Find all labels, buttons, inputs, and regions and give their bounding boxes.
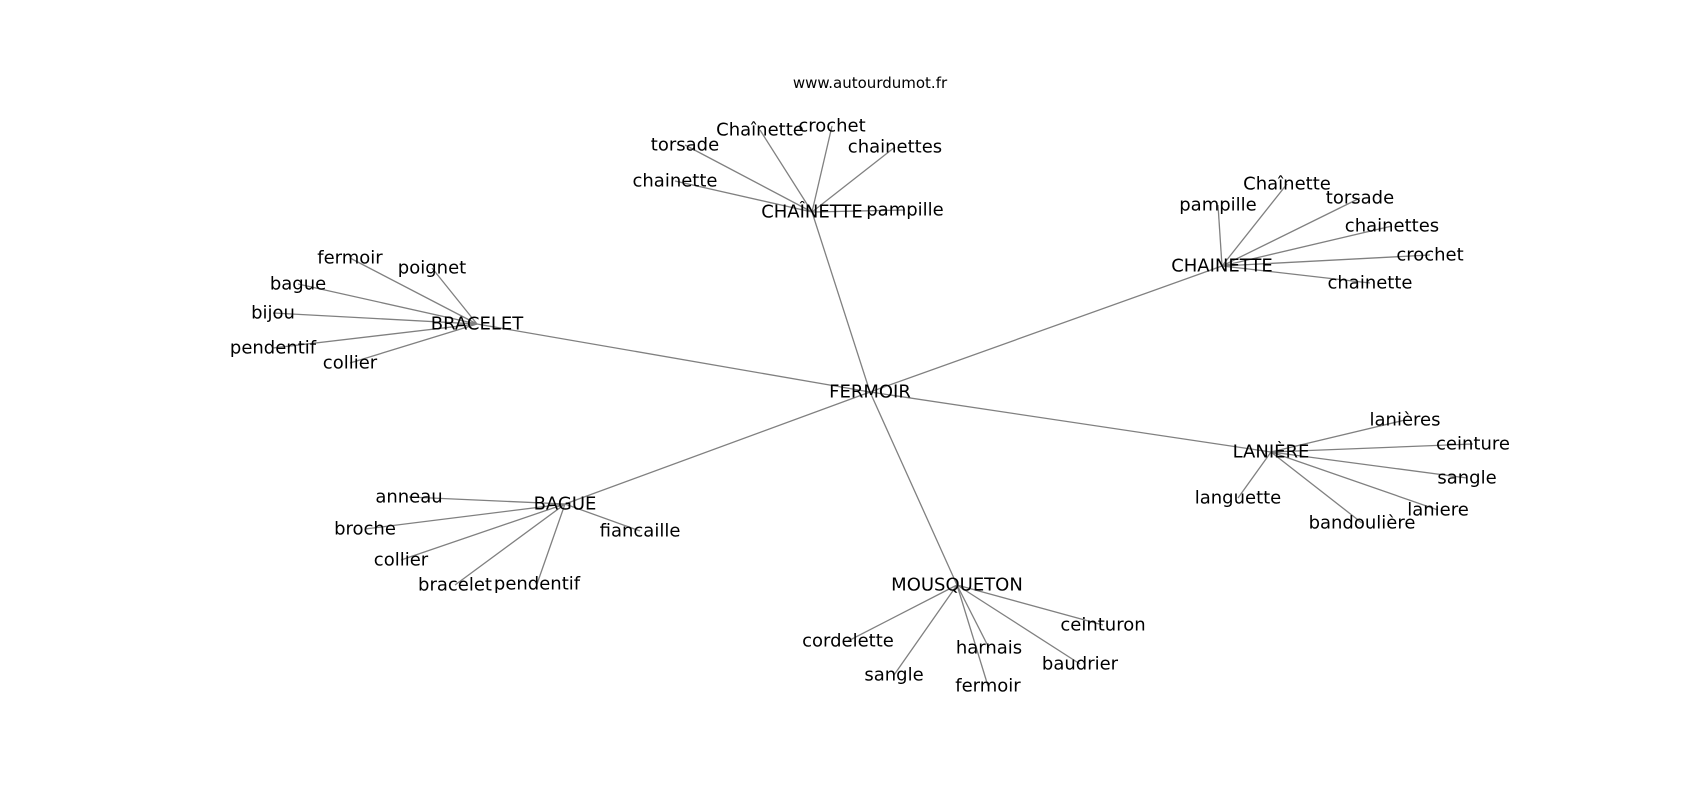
edge-bracelet-leaf-3 — [272, 312, 478, 325]
leaf-node-mousqueton-4[interactable]: sangle — [864, 665, 923, 686]
center-node[interactable]: FERMOIR — [829, 382, 911, 403]
edge-bague-leaf-2 — [564, 503, 641, 532]
edge-chainette-accent-leaf-5 — [811, 209, 906, 213]
edge-mousqueton-leaf-2 — [956, 584, 990, 649]
leaf-node-mousqueton-0[interactable]: ceinturon — [1060, 615, 1145, 636]
leaf-node-bague-2[interactable]: fiancaille — [600, 521, 681, 542]
edge-mousqueton-leaf-0 — [956, 584, 1104, 626]
leaf-node-bracelet-2[interactable]: bague — [270, 274, 326, 295]
leaf-node-chainette-accent-3[interactable]: chainettes — [848, 137, 942, 158]
leaf-node-laniere-3[interactable]: laniere — [1407, 500, 1469, 521]
leaf-node-chainette-5[interactable]: chainette — [1327, 273, 1412, 294]
leaf-node-chainette-4[interactable]: crochet — [1396, 245, 1463, 266]
leaf-node-chainette-accent-2[interactable]: torsade — [651, 135, 719, 156]
hub-node-bracelet[interactable]: BRACELET — [431, 314, 524, 335]
hub-node-laniere[interactable]: LANIÈRE — [1233, 441, 1310, 463]
leaf-node-bracelet-5[interactable]: collier — [323, 353, 378, 374]
edge-chainette-leaf-2 — [1221, 197, 1361, 267]
leaf-node-bague-5[interactable]: pendentif — [494, 574, 581, 595]
leaf-node-bracelet-3[interactable]: bijou — [251, 303, 295, 324]
leaf-node-laniere-1[interactable]: ceinture — [1436, 434, 1510, 455]
leaf-node-bague-3[interactable]: collier — [374, 550, 429, 571]
edge-center-bracelet — [476, 323, 871, 393]
edge-center-mousqueton — [869, 391, 958, 586]
edge-chainette-accent-leaf-0 — [759, 129, 813, 213]
leaf-node-laniere-2[interactable]: sangle — [1437, 468, 1496, 489]
edge-bague-leaf-4 — [454, 503, 566, 586]
edge-bracelet-leaf-0 — [349, 257, 478, 325]
leaf-node-chainette-0[interactable]: Chaînette — [1243, 174, 1331, 195]
leaf-node-chainette-accent-5[interactable]: pampille — [866, 200, 944, 221]
leaf-node-bague-4[interactable]: bracelet — [418, 575, 492, 596]
leaf-node-chainette-accent-1[interactable]: crochet — [798, 116, 865, 137]
edge-bracelet-leaf-5 — [349, 323, 478, 364]
edge-chainette-leaf-4 — [1221, 254, 1431, 267]
leaf-node-bracelet-4[interactable]: pendentif — [230, 338, 317, 359]
edge-center-chainette — [869, 265, 1223, 393]
edge-bracelet-leaf-1 — [431, 267, 478, 325]
edge-chainette-accent-leaf-3 — [811, 146, 896, 213]
leaf-node-mousqueton-1[interactable]: cordelette — [802, 631, 894, 652]
leaf-node-bague-1[interactable]: broche — [334, 519, 396, 540]
edge-center-chainette-accent — [811, 211, 871, 393]
edge-bague-leaf-0 — [408, 496, 566, 505]
leaf-node-bracelet-0[interactable]: fermoir — [317, 248, 383, 269]
leaf-node-chainette-2[interactable]: torsade — [1326, 188, 1394, 209]
edge-mousqueton-leaf-4 — [893, 584, 958, 676]
edge-bracelet-leaf-4 — [272, 323, 478, 349]
edge-bague-leaf-3 — [400, 503, 566, 561]
edge-laniere-leaf-2 — [1270, 451, 1468, 479]
hub-node-chainette[interactable]: CHAINETTE — [1171, 256, 1273, 277]
edge-mousqueton-leaf-5 — [956, 584, 989, 687]
edge-chainette-leaf-0 — [1221, 183, 1288, 267]
leaf-node-mousqueton-3[interactable]: baudrier — [1042, 654, 1119, 675]
leaf-node-chainette-accent-0[interactable]: Chaînette — [716, 120, 804, 141]
hub-node-chainette-accent[interactable]: CHAÎNETTE — [761, 201, 863, 223]
edge-center-bague — [564, 391, 871, 505]
hub-node-bague[interactable]: BAGUE — [534, 494, 597, 515]
edge-laniere-leaf-1 — [1270, 443, 1474, 453]
edge-laniere-leaf-5 — [1270, 451, 1363, 524]
leaf-node-laniere-0[interactable]: lanières — [1370, 410, 1441, 431]
leaf-node-bague-0[interactable]: anneau — [375, 487, 442, 508]
edge-center-laniere — [869, 391, 1272, 453]
leaf-node-chainette-3[interactable]: chainettes — [1345, 216, 1439, 237]
edge-chainette-accent-leaf-2 — [684, 144, 813, 213]
leaf-node-laniere-4[interactable]: languette — [1195, 488, 1282, 509]
edge-bague-leaf-1 — [364, 503, 566, 530]
edge-chainette-leaf-1 — [1217, 204, 1223, 267]
leaf-node-chainette-accent-4[interactable]: chainette — [632, 171, 717, 192]
watermark: www.autourdumot.fr — [793, 74, 948, 92]
edge-chainette-leaf-3 — [1221, 225, 1393, 267]
edges-layer — [272, 125, 1474, 687]
edge-laniere-leaf-4 — [1237, 451, 1272, 499]
leaf-node-mousqueton-2[interactable]: harnais — [956, 638, 1022, 659]
edge-mousqueton-leaf-1 — [847, 584, 958, 642]
edge-laniere-leaf-0 — [1270, 419, 1406, 453]
edge-mousqueton-leaf-3 — [956, 584, 1081, 665]
leaf-node-chainette-1[interactable]: pampille — [1179, 195, 1257, 216]
leaf-node-mousqueton-5[interactable]: fermoir — [955, 676, 1021, 697]
leaf-node-laniere-5[interactable]: bandoulière — [1309, 513, 1416, 534]
edge-chainette-accent-leaf-4 — [674, 180, 813, 213]
hub-node-mousqueton[interactable]: MOUSQUETON — [891, 575, 1023, 596]
edge-chainette-leaf-5 — [1221, 265, 1371, 284]
edge-chainette-accent-leaf-1 — [811, 125, 833, 213]
leaf-node-bracelet-1[interactable]: poignet — [398, 258, 466, 279]
edge-bracelet-leaf-2 — [297, 283, 478, 325]
edge-laniere-leaf-3 — [1270, 451, 1439, 511]
edge-bague-leaf-5 — [536, 503, 566, 585]
